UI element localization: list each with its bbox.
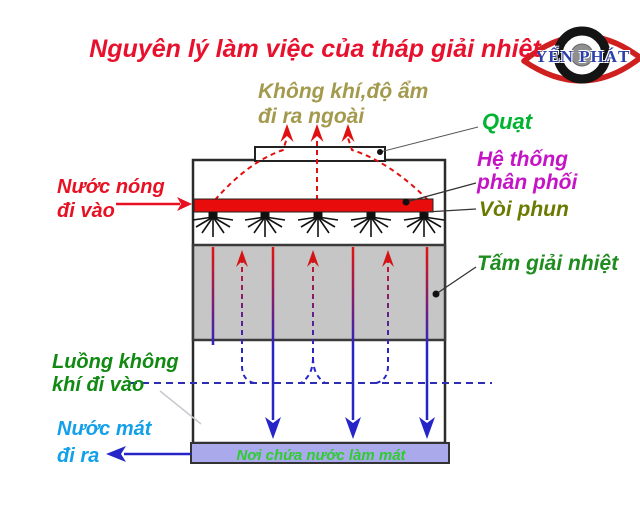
exhaust-arrowheads [280,124,355,142]
logo-text: YẾN PHÁT [535,47,631,66]
pointer-dots [377,149,440,298]
pointer-lines [159,126,479,425]
water-flow-lines [211,247,429,420]
label-fan: Quạt [482,109,533,134]
water-arrowheads [265,417,435,439]
label-hot-water-in: Nước nóng đi vào [57,176,165,222]
label-fill-pack: Tấm giải nhiệt [477,252,619,275]
label-air-in: Luồng không khí đi vào [52,351,179,396]
label-spray-nozzle: Vòi phun [479,198,569,221]
hot-water-inlet-arrow [116,197,192,211]
label-basin: Nơi chứa nước làm mát [236,447,406,464]
distribution-pipe [193,198,434,213]
logo-eye [521,26,640,84]
air-flow-arrowheads [236,250,394,267]
fill-pack [191,243,447,342]
label-air-out: Không khí,độ ẩm đi ra ngoài [258,80,429,128]
label-distribution-system: Hệ thống phân phối [477,148,578,194]
diagram-title: Nguyên lý làm việc của tháp giải nhiệt [89,35,541,63]
cool-water-outlet-arrow [106,446,191,462]
label-cool-water-out: Nước mát đi ra [57,418,152,467]
exhaust-air-dashed-arrows [214,137,429,201]
